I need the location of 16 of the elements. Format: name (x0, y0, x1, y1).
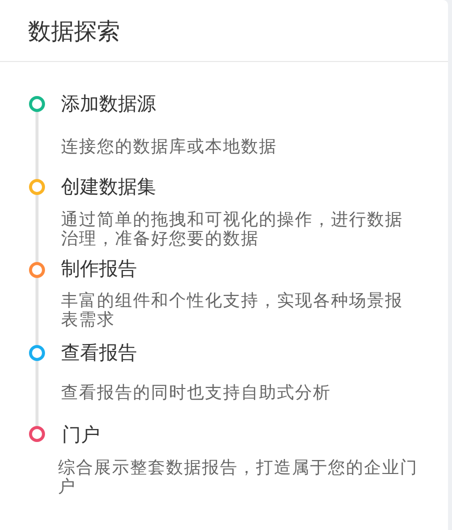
step-description: 丰富的组件和个性化支持，实现各种场景报表需求 (61, 291, 404, 329)
step-description: 查看报告的同时也支持自助式分析 (61, 383, 332, 402)
step-description: 连接您的数据库或本地数据 (61, 137, 278, 156)
timeline-dot (29, 96, 45, 112)
step-title: 创建数据集 (61, 176, 157, 200)
step-description: 通过简单的拖拽和可视化的操作，进行数据治理，准备好您要的数据 (61, 210, 404, 248)
step-title: 查看报告 (61, 342, 138, 366)
timeline-dot (29, 426, 45, 442)
timeline-dot (29, 262, 45, 278)
page-title: 数据探索 (28, 17, 120, 46)
step-title: 添加数据源 (61, 93, 157, 117)
timeline-dot (29, 179, 45, 195)
step-title: 制作报告 (61, 258, 138, 282)
step-title: 门户 (62, 424, 101, 448)
timeline-dot (29, 345, 45, 361)
step-description: 综合展示整套数据报告，打造属于您的企业门户 (58, 458, 419, 496)
